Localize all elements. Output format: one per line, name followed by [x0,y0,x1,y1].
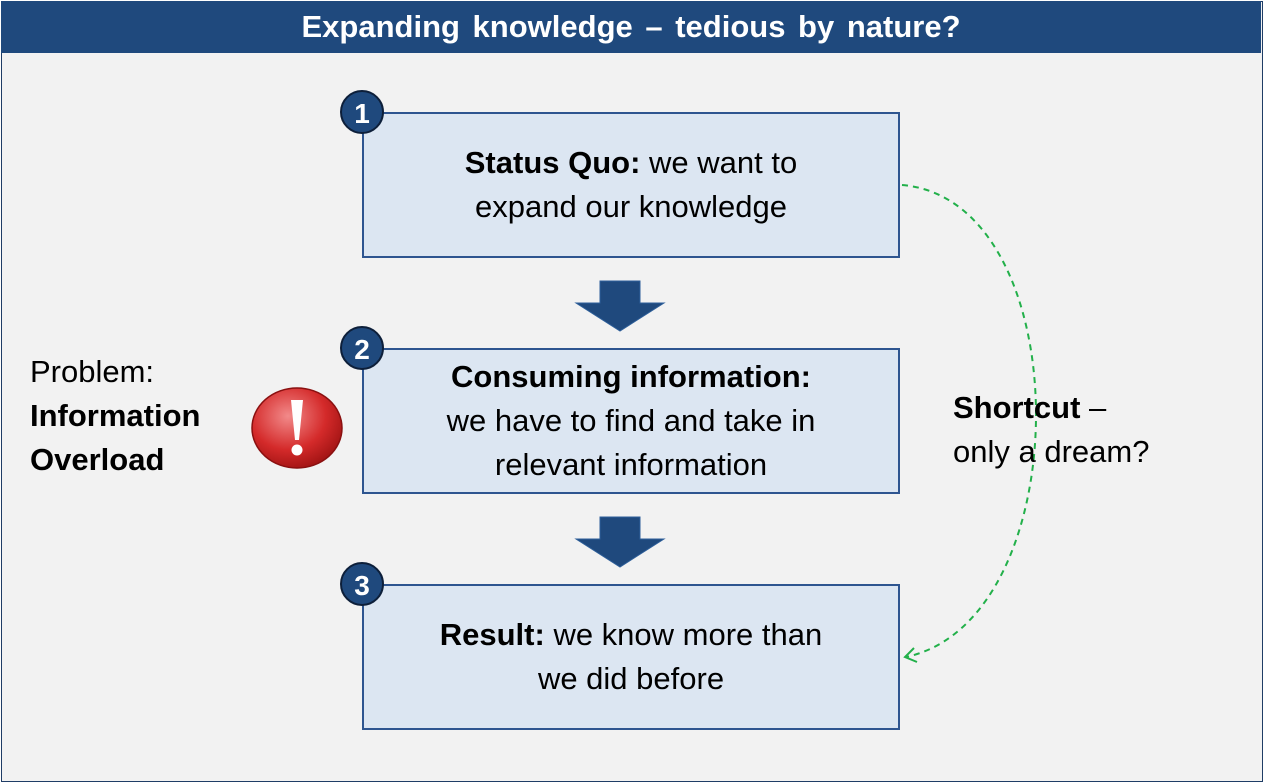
problem-line-1: Information [30,398,201,433]
step-2-badge: 2 [340,326,384,370]
step-1-text-2: expand our knowledge [475,189,787,224]
shortcut-arrowhead [903,647,918,663]
shortcut-heading: Shortcut [953,390,1081,425]
page-title: Expanding knowledge – tedious by nature? [1,1,1261,53]
problem-label: Problem: Information Overload [30,350,201,482]
down-arrow-1 [574,280,666,332]
step-3-text-2: we did before [537,661,725,696]
shortcut-dash: – [1080,390,1107,425]
step-2-box: Consuming information: we have to find an… [362,348,900,494]
shortcut-question: only a dream? [953,434,1150,469]
step-3-heading: Result: [439,617,545,652]
step-3-badge: 3 [340,562,384,606]
step-3-box: Result: we know more than we did before [362,584,900,730]
shortcut-label: Shortcut – only a dream? [953,386,1149,474]
alert-exclamation-icon [251,387,343,469]
step-2-heading: Consuming information: [451,359,811,394]
problem-heading: Problem: [30,354,155,389]
down-arrow-2 [574,516,666,568]
step-1-badge: 1 [340,90,384,134]
step-2-text: we have to find and take in [446,403,816,438]
step-1-box: Status Quo: we want to expand our knowled… [362,112,900,258]
problem-line-2: Overload [30,442,165,477]
step-1-heading: Status Quo: [464,145,641,180]
step-2-text-2: relevant information [494,447,768,482]
shortcut-dashed-arrow [901,184,1037,658]
step-3-text: we know more than [544,617,823,652]
step-1-text: we want to [640,145,798,180]
